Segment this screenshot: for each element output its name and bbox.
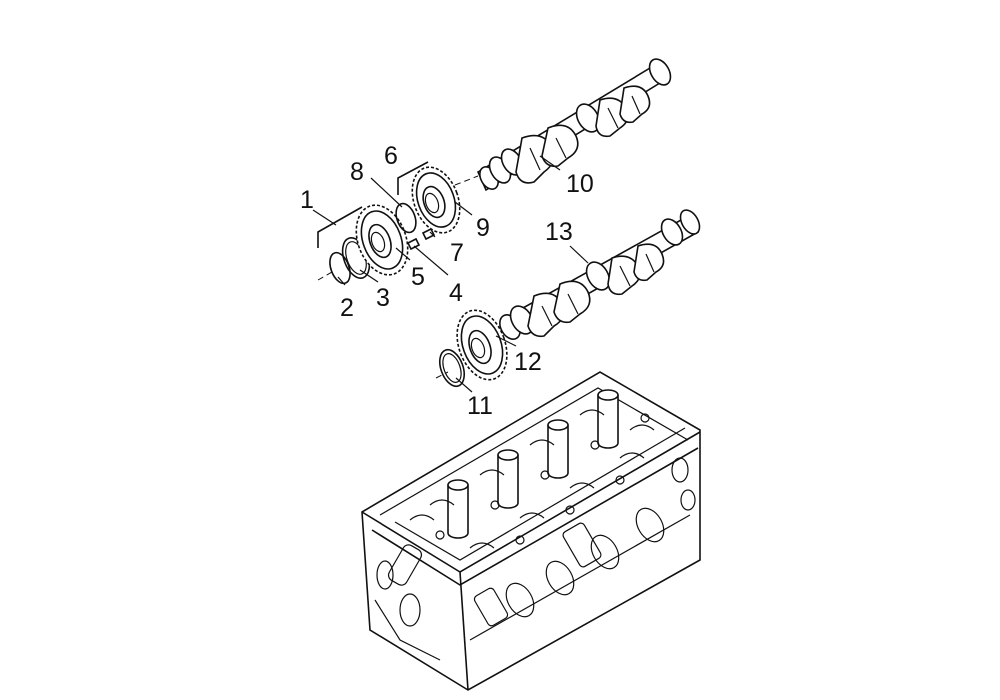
callout-9: 9 xyxy=(476,214,490,242)
callout-13: 13 xyxy=(545,218,573,246)
callout-11: 11 xyxy=(467,392,493,420)
callout-1: 1 xyxy=(300,186,314,214)
callout-12: 12 xyxy=(514,348,542,376)
group-brackets xyxy=(317,161,429,248)
gear-assembly-1 xyxy=(317,204,436,285)
callout-2: 2 xyxy=(340,294,354,322)
cylinder-head xyxy=(361,371,701,691)
camshaft-upper xyxy=(454,58,672,192)
callout-6: 6 xyxy=(384,142,398,170)
gear-assembly-lower xyxy=(435,309,508,388)
leader-lines xyxy=(312,155,589,393)
callout-5: 5 xyxy=(411,263,425,291)
gear-assembly-6 xyxy=(395,166,461,234)
callout-8: 8 xyxy=(350,158,364,186)
camshaft-lower xyxy=(499,209,701,340)
callout-labels: 1 2 3 4 5 6 7 8 9 10 11 12 13 xyxy=(300,142,594,420)
callout-4: 4 xyxy=(449,279,463,307)
callout-10: 10 xyxy=(566,170,594,198)
callout-7: 7 xyxy=(450,239,464,267)
callout-3: 3 xyxy=(376,284,390,312)
